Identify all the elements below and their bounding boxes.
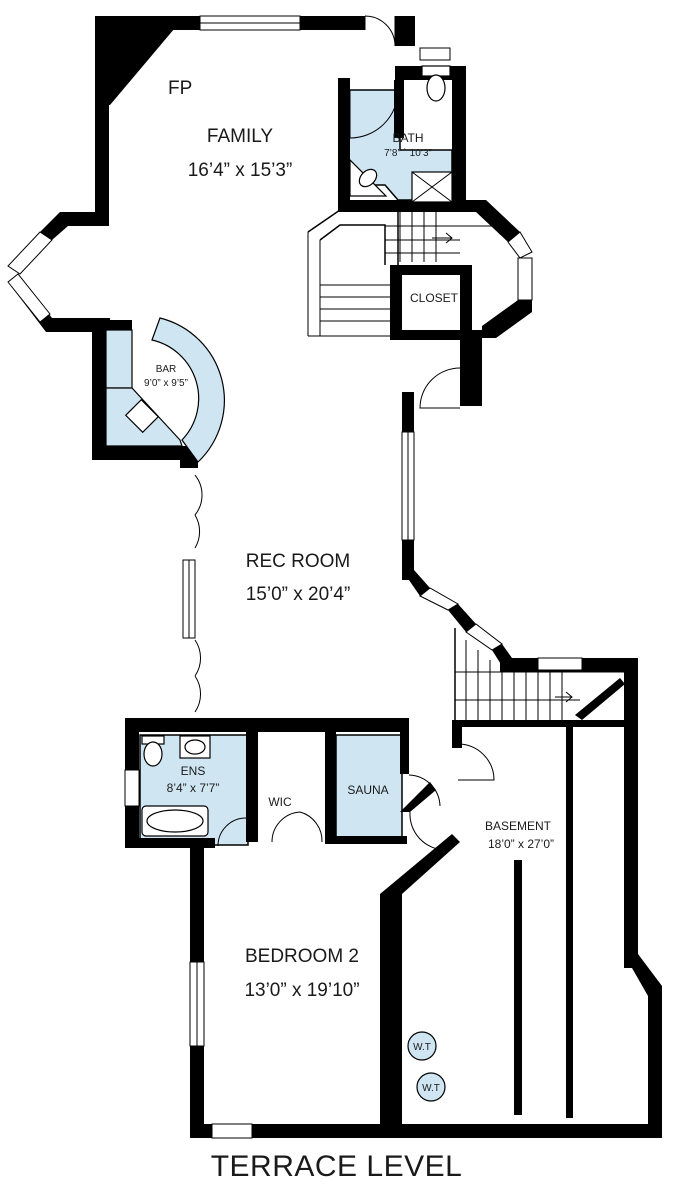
bath-dims: 7’8” ` 10’3” [384, 147, 432, 159]
door-ens [217, 817, 247, 847]
door-rec-right [419, 367, 461, 409]
wall-bar-top [106, 320, 132, 330]
wall-rec-right-jamb [460, 330, 482, 406]
wall-basement-part1 [566, 720, 573, 1118]
wall-closet-bottom [390, 330, 482, 340]
wall-bath-left [338, 78, 350, 208]
door-family-entry [364, 15, 396, 47]
bedroom2-dims: 13’0” x 19’10” [244, 980, 359, 1001]
bath-toilet [426, 74, 446, 102]
wall-stair-left [452, 720, 462, 748]
stairs-lower [454, 628, 625, 720]
rec-room-dims: 15’0” x 20’4” [246, 584, 351, 605]
fireplace-block [95, 16, 185, 105]
water-tank-1 [407, 1031, 437, 1061]
wall-ens-bottom [125, 838, 215, 848]
ens-toilet [143, 741, 163, 767]
wall-sauna-right [400, 718, 409, 774]
wall-bottom [190, 1124, 662, 1138]
window-bath [419, 47, 451, 61]
door-basement1 [457, 743, 495, 781]
ens-sink [184, 739, 206, 755]
wall-basement-right [624, 658, 638, 968]
wall-basement-inner-left [380, 894, 402, 1138]
ens-name: ENS [181, 764, 206, 778]
wall-ens-top [125, 718, 407, 732]
door-bath [349, 89, 399, 139]
wall-closet-top [390, 265, 470, 275]
bar-curved-counter [151, 317, 225, 463]
wall-closet-left [390, 265, 402, 337]
windows [7, 15, 583, 1139]
ens-dims: 8’4” x 7’7” [167, 781, 220, 795]
bath-fixtures [349, 65, 453, 203]
wall-closet-right [460, 265, 472, 337]
wall-basement-post [514, 860, 522, 1115]
bar-sink [124, 398, 160, 434]
door-basement2 [409, 811, 447, 851]
wall-bath-right [452, 66, 466, 211]
wall-family-left [95, 100, 109, 220]
rec-room-name: REC ROOM [246, 551, 351, 572]
water-tank-1-label: W.T [413, 1042, 431, 1053]
fireplace-label: FP [168, 78, 192, 99]
sauna-floor [335, 734, 403, 839]
doors [194, 15, 495, 851]
bar-side-counter [105, 329, 133, 389]
door-wic [271, 811, 323, 843]
window-rec-diag [419, 587, 459, 611]
wic-name: WIC [268, 795, 292, 809]
window-family-bay2 [7, 273, 51, 323]
room-labels: FP FAMILY 16’4” x 15’3” BATH 7’8” ` 10’3… [144, 78, 554, 1001]
wall-rec-diag2 [448, 604, 476, 632]
door-rec-left1 [194, 474, 203, 549]
wall-basement-top-inner [455, 720, 625, 727]
window-rec-diag2 [465, 623, 503, 651]
water-tank-2 [416, 1072, 446, 1102]
wall-bath-bottom [338, 200, 466, 212]
window-basement-top [537, 657, 583, 671]
sauna-name: SAUNA [347, 783, 388, 797]
wall-east-bay-lower [482, 300, 532, 338]
bar-name: BAR [156, 364, 177, 375]
wall-rec-right [402, 392, 414, 432]
door-rec-left2 [194, 639, 201, 713]
wall-family-bay [40, 212, 109, 240]
water-tank-2-label: W.T [422, 1083, 440, 1094]
wall-stair-corner [575, 678, 625, 720]
bedroom2-name: BEDROOM 2 [245, 946, 359, 967]
wall-bar-left [92, 318, 106, 460]
window-bedroom-bottom [211, 1123, 253, 1139]
wall-basement-notch [624, 954, 662, 1138]
wall-bar-bottom [92, 446, 192, 460]
wall-top-right [395, 16, 415, 46]
bar-dims: 9’0” x 9’5” [144, 378, 188, 389]
closet-name: CLOSET [410, 291, 459, 305]
stairs-upper [307, 209, 498, 337]
wall-wic-right [325, 732, 336, 842]
family-dims: 16’4” x 15’3” [188, 160, 293, 181]
bath-name: BATH [392, 131, 423, 145]
family-name: FAMILY [207, 126, 273, 147]
wall-sauna-diag [400, 782, 436, 812]
wall-rec-diag1 [402, 570, 430, 596]
ens-fixtures [141, 735, 211, 837]
walls [8, 16, 662, 1138]
wall-east-bay [466, 200, 520, 242]
window-family-bay [7, 231, 53, 275]
level-title: TERRACE LEVEL [210, 1150, 463, 1183]
water-tanks: W.T W.T [407, 1031, 446, 1102]
bar-counter [105, 317, 225, 463]
door-sauna [408, 774, 441, 807]
window-east-bay2 [517, 257, 533, 301]
wall-basement-diag [380, 834, 460, 894]
wall-ens-right [246, 732, 258, 842]
wall-sauna-bottom [325, 836, 407, 844]
window-ens [124, 769, 140, 807]
basement-dims: 18’0” x 27’0” [488, 837, 554, 851]
window-east-bay [507, 231, 533, 259]
wall-bath-left2 [394, 80, 404, 138]
basement-name: BASEMENT [485, 819, 552, 833]
